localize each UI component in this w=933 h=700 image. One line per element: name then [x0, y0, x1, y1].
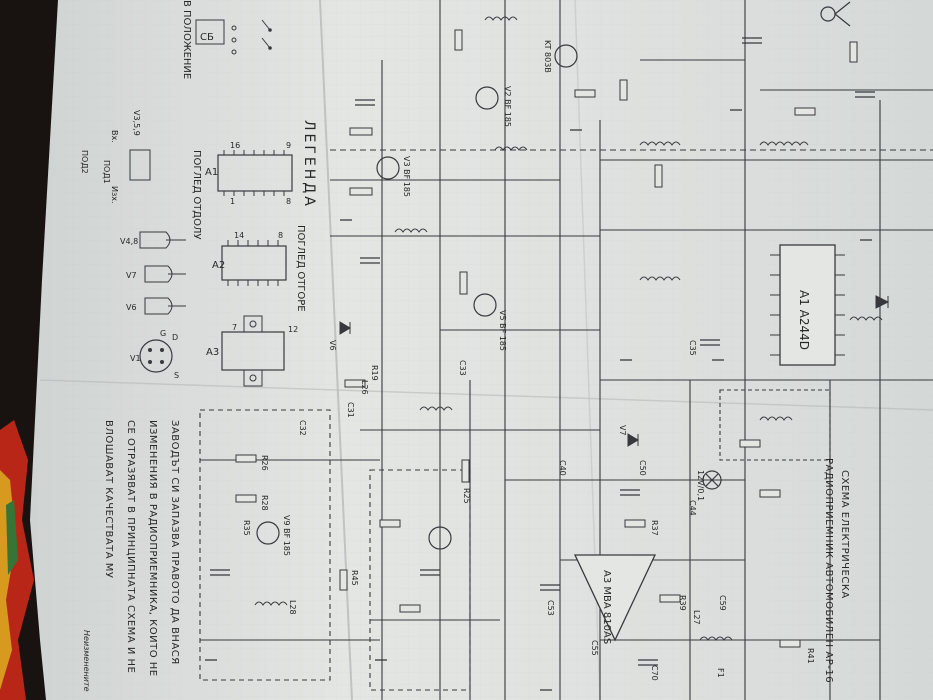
legend-switch-label: V3,5,9 [132, 110, 141, 136]
legend-ic-a2-pin8: 8 [278, 231, 283, 240]
capacitor-symbols [210, 37, 875, 666]
legend-vh: Вх. [110, 130, 119, 143]
legend-pod-group: V3,5,9 ПОД1 ПОД2 Вх. Изх. [80, 110, 151, 204]
label-c40: C40 [558, 460, 567, 476]
fabric-green [6, 500, 18, 575]
label-r37: R37 [650, 520, 659, 536]
label-r35: R35 [242, 520, 251, 536]
legend-izh: Изх. [110, 186, 119, 204]
legend-sb-box [195, 19, 225, 45]
legend-pin-s: S [174, 371, 179, 380]
lamp-symbol [702, 470, 722, 490]
legend-v1-label: V1 [130, 354, 141, 363]
legend-tube-v48: V4,8 [120, 237, 138, 246]
label-c55: C55 [590, 640, 599, 656]
label-l28: L28 [288, 600, 297, 615]
legend-ic-a1-label: A1 [205, 167, 218, 178]
fold-line-horizontal [39, 379, 933, 411]
label-c59: C59 [718, 595, 727, 611]
label-c70: C70 [650, 665, 659, 681]
transistor-v3-label: V3 BF 185 [402, 156, 411, 197]
legend-transistor-group: V4,8 V7 V6 V1 D G S [120, 231, 186, 380]
ic-a1-label: A1 A244D [797, 290, 811, 350]
label-r39: R39 [678, 595, 687, 611]
footer-note: Неизменените [82, 630, 91, 692]
ground-symbols [205, 109, 872, 691]
legend-ic-a1-pin16: 16 [230, 141, 240, 150]
sheet-title: СХЕМА ЕЛЕКТРИЧЕСКА РАДИОПРИЕМНИК АВТОМОБ… [823, 458, 850, 683]
label-l27: L27 [692, 610, 701, 625]
label-l26: L26 [360, 380, 369, 395]
passive-components [235, 29, 858, 648]
schematic-wires [199, 0, 933, 700]
legend-in-position: В ПОЛОЖЕНИЕ [181, 0, 192, 79]
legend-ic-a1-pin9: 9 [286, 141, 291, 150]
label-v6: V6 [328, 340, 337, 351]
legend-ic-a3: A3 7 12 [206, 315, 298, 387]
label-c31: C31 [346, 402, 355, 418]
transistor-v9-label: V9 BF 185 [282, 515, 291, 556]
label-f1: F1 [716, 668, 725, 678]
legend-ic-a3-pin12: 12 [288, 325, 298, 334]
label-c44: C44 [688, 500, 697, 516]
transistor-symbols [256, 44, 578, 550]
ic-a3-label: A3 MBA 810AS [601, 570, 612, 644]
legend-ic-a2: A2 14 8 [212, 231, 287, 286]
legend-pin-d: D [172, 333, 178, 342]
transistor-kt803-label: KT 803B [543, 40, 552, 73]
transistor-labels: V2 BF 185 V3 BF 185 V5 BF 185 V9 BF 185 … [282, 40, 552, 556]
paper-grid [30, 0, 933, 700]
label-r45: R45 [350, 570, 359, 586]
label-r26: R26 [260, 455, 269, 471]
legend-pod1: ПОД1 [102, 160, 111, 184]
ic-a1-a244d: A1 A244D [770, 244, 845, 366]
legend-pin-g: G [160, 329, 166, 338]
antenna-symbol [820, 1, 851, 27]
label-c50: C50 [638, 460, 647, 476]
legend-pod2: ПОД2 [80, 150, 89, 174]
legend-view-below: ПОГЛЕД ОТДОЛУ [191, 150, 202, 240]
legend-switch-group [231, 19, 272, 55]
legend-title: ЛЕГЕНДА [301, 120, 317, 209]
note-line-4: ВЛОШАВАТ КАЧЕСТВАТА МУ [103, 420, 114, 579]
label-c35: C35 [688, 340, 697, 356]
note-line-2: ИЗМЕНЕНИЯ В РАДИОПРИЕМНИКА, КОИТО НЕ [147, 420, 158, 677]
legend-ic-a1-pin1: 1 [230, 197, 235, 206]
label-r41: R41 [806, 648, 815, 664]
ic-a3-amplifier: A3 MBA 810AS [573, 554, 657, 644]
legend-ic-a2-pin14: 14 [234, 231, 244, 240]
legend-ic-a1-pin8: 8 [286, 197, 291, 206]
note-line-3: СЕ ОТРАЗЯВАТ В ПРИНЦИПНАТА СХЕМА И НЕ [125, 420, 136, 673]
diode-symbols [339, 295, 890, 447]
legend-v1-socket [139, 339, 173, 373]
legend-sb-label: СБ [200, 32, 214, 43]
legend-view-top: ПОГЛЕД ОТГОРЕ [295, 225, 306, 312]
transistor-v2-label: V2 BF 185 [503, 86, 512, 127]
legend-tube-v7: V7 [126, 271, 137, 280]
label-r28: R28 [260, 495, 269, 511]
sheet-title-line-1: СХЕМА ЕЛЕКТРИЧЕСКА [839, 470, 850, 599]
label-v7: V7 [618, 425, 627, 436]
legend-tube-v6: V6 [126, 303, 137, 312]
transistor-v5-label: V5 BF 185 [498, 310, 507, 351]
inductor-symbols [254, 16, 883, 641]
label-lamp: 12V/0,1 [696, 470, 705, 501]
legend-ic-a2-label: A2 [212, 260, 225, 271]
legend-ic-a3-label: A3 [206, 347, 219, 358]
sheet-title-line-2: РАДИОПРИЕМНИК АВТОМОБИЛЕН АР-16 [823, 458, 834, 683]
note-line-1: ЗАВОДЪТ СИ ЗАПАЗВА ПРАВОТО ДА ВНАСЯ [169, 420, 180, 665]
label-r25: R25 [462, 488, 471, 504]
legend-block: ЛЕГЕНДА ПОГЛЕД ОТГОРЕ ПОГЛЕД ОТДОЛУ В ПО… [80, 0, 317, 692]
label-r19: R19 [370, 365, 379, 381]
label-c32: C32 [298, 420, 307, 436]
legend-ic-a1: A1 16 9 1 8 [205, 141, 293, 206]
component-label-group: C31 C32 C33 C35 C40 C44 C50 C53 C55 C59 … [242, 340, 815, 681]
disclaimer-note: ЗАВОДЪТ СИ ЗАПАЗВА ПРАВОТО ДА ВНАСЯ ИЗМЕ… [82, 420, 180, 692]
label-c53: C53 [546, 600, 555, 616]
legend-ic-a3-pin7: 7 [232, 323, 237, 332]
label-c33: C33 [458, 360, 467, 376]
